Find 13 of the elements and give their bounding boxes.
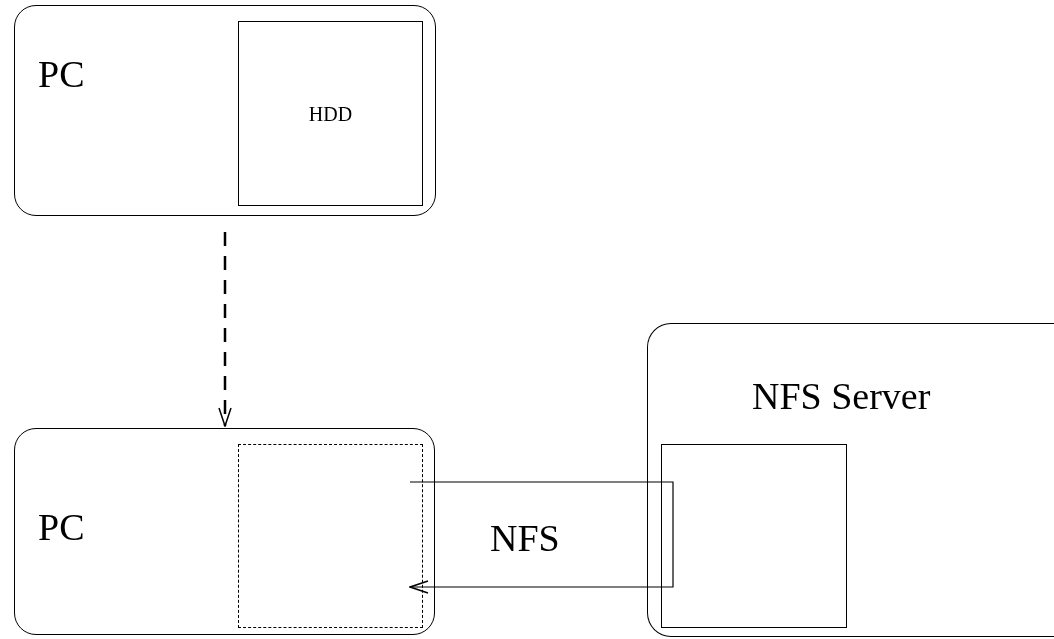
node-label: PC bbox=[38, 505, 85, 550]
arrow bbox=[218, 232, 232, 427]
hdd-box bbox=[238, 21, 423, 206]
server-box bbox=[647, 323, 1054, 637]
arrow bbox=[409, 534, 674, 594]
node-label: HDD bbox=[308, 101, 353, 127]
pc-box bbox=[14, 428, 435, 635]
node-label: PC bbox=[38, 52, 85, 97]
node-label: NFS Server bbox=[752, 374, 931, 419]
dashed-box bbox=[238, 444, 423, 628]
connection-label: NFS bbox=[490, 516, 560, 561]
box-outline bbox=[661, 444, 847, 628]
pc-box bbox=[14, 5, 436, 216]
